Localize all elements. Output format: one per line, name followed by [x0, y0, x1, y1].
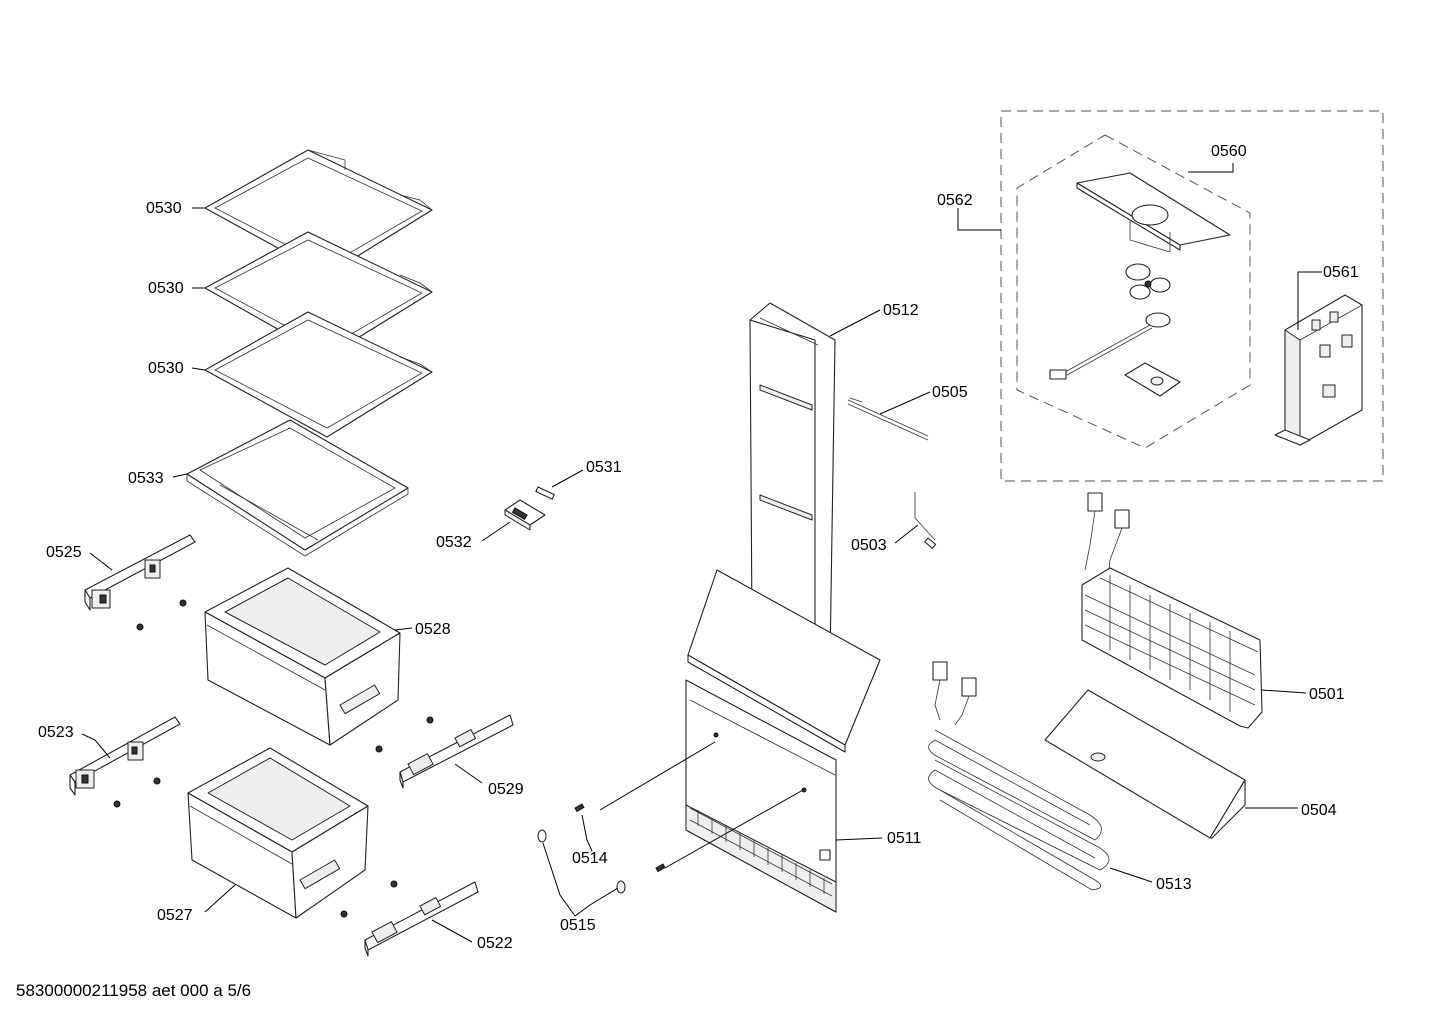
drip-tray	[1044, 689, 1246, 839]
fan-housing	[1076, 172, 1231, 253]
callout-0503: 0503	[851, 537, 887, 554]
callout-0514: 0514	[572, 850, 608, 867]
sensor-rod	[847, 397, 929, 441]
temperature-sensor	[914, 492, 937, 549]
callout-0528: 0528	[415, 621, 451, 638]
drawer-rail-right-lower	[364, 881, 479, 957]
callout-labels: 0530 0530 0530 0533 0525 0528 0523 0529 …	[38, 143, 1359, 952]
callout-0512: 0512	[883, 302, 919, 319]
air-duct-cover	[749, 302, 836, 661]
callout-0501: 0501	[1309, 686, 1345, 703]
fan-blade	[1125, 263, 1171, 300]
callout-0532: 0532	[436, 534, 472, 551]
callout-0523: 0523	[38, 724, 74, 741]
caps	[537, 829, 626, 894]
rear-panel	[685, 679, 837, 913]
crisper-drawer-upper	[204, 567, 401, 746]
callout-0511: 0511	[887, 830, 922, 847]
screws-rear	[574, 803, 666, 873]
callout-0513: 0513	[1156, 876, 1192, 893]
callout-0527: 0527	[157, 907, 193, 924]
drawer-rail-right-upper	[399, 714, 514, 789]
callout-0504: 0504	[1301, 802, 1337, 819]
crisper-cover-shelf	[186, 419, 409, 557]
callout-0533: 0533	[128, 470, 164, 487]
duct-base-plate	[687, 569, 881, 753]
control-module	[1274, 294, 1363, 446]
callout-0530-bottom: 0530	[148, 360, 184, 377]
fan-subassembly-border	[1016, 134, 1251, 449]
callout-0562: 0562	[937, 192, 973, 209]
clip-part	[504, 499, 546, 531]
crisper-drawer-lower	[187, 747, 369, 919]
pin-part	[535, 486, 555, 500]
callout-0530-middle: 0530	[148, 280, 184, 297]
callout-0525: 0525	[46, 544, 82, 561]
motor-bracket	[1124, 362, 1181, 397]
leader-lines	[81, 163, 1322, 943]
fan-assembly-group-border	[1000, 110, 1384, 482]
callout-0522: 0522	[477, 935, 513, 952]
callout-0560: 0560	[1211, 143, 1247, 160]
defrost-heater	[928, 661, 1110, 891]
callout-0505: 0505	[932, 384, 968, 401]
callout-0561: 0561	[1323, 264, 1359, 281]
callout-0515: 0515	[560, 917, 596, 934]
callout-0529: 0529	[488, 781, 524, 798]
fan-motor	[1049, 312, 1171, 380]
evaporator	[1081, 492, 1263, 729]
evaporator-coils	[1084, 575, 1259, 712]
drawer-rail-left-upper	[84, 534, 196, 611]
screws-left	[113, 599, 434, 918]
glass-shelf-3	[204, 311, 433, 438]
drawer-rail-left-lower	[69, 716, 181, 796]
callout-0530-top: 0530	[146, 200, 182, 217]
vent-slots	[689, 807, 833, 897]
callout-0531: 0531	[586, 459, 622, 476]
document-id: 58300000211958 aet 000 a 5/6	[16, 981, 252, 1000]
